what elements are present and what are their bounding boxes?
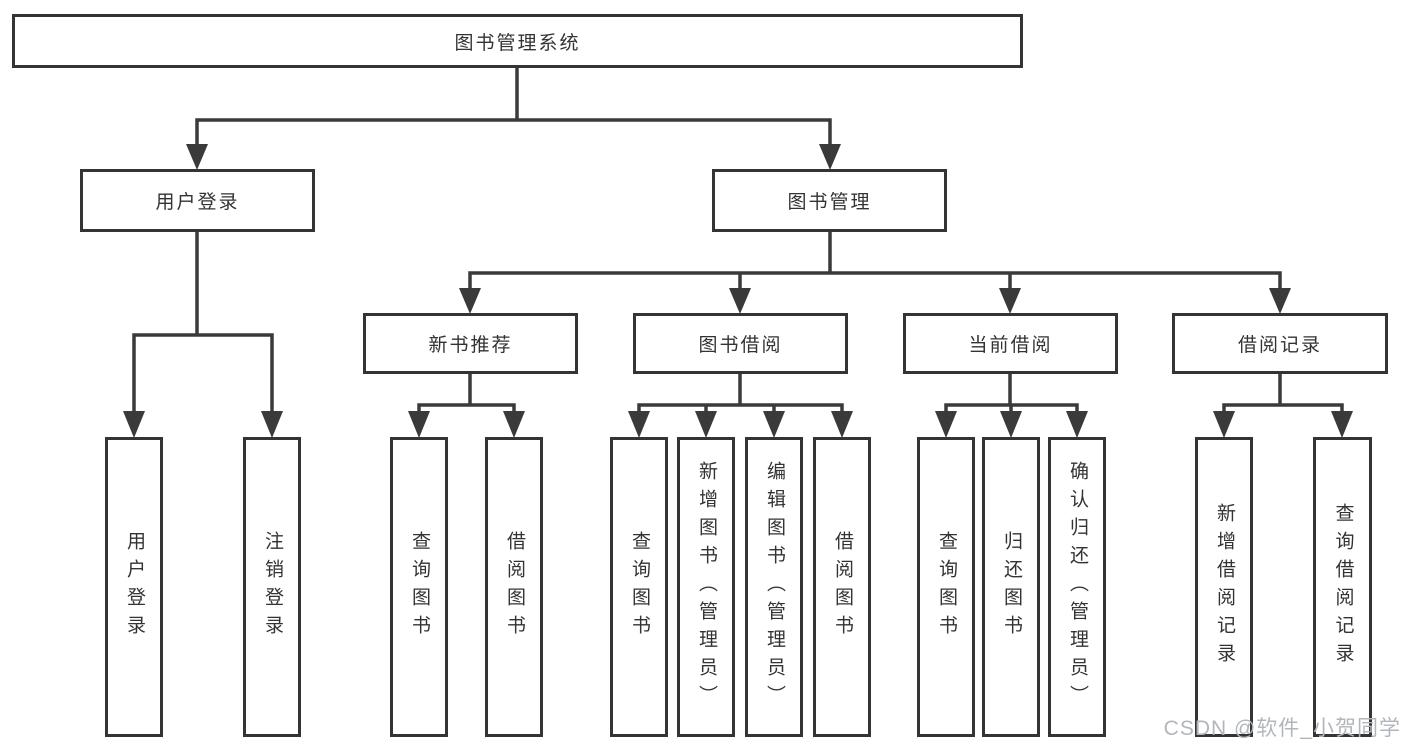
node-label: 当前借阅 [968, 335, 1053, 356]
node-label: 新增借阅记录 [1213, 503, 1235, 671]
arrowhead-icon [123, 411, 145, 438]
node-borrowing-records: 借阅记录 [1172, 313, 1388, 374]
node-label: 图书管理系统 [454, 32, 581, 54]
node-label: 图书借阅 [698, 335, 783, 356]
arrowhead-icon [503, 411, 525, 438]
arrowhead-icon [695, 411, 717, 438]
node-book-management: 图书管理 [712, 169, 947, 232]
node-leaf-newbook-query: 查询图书 [390, 437, 448, 737]
node-label: 查询图书 [935, 531, 957, 643]
node-label: 借阅图书 [503, 531, 525, 643]
arrowhead-icon [408, 411, 430, 438]
arrowhead-icon [1213, 411, 1235, 438]
node-label: 查询借阅记录 [1332, 503, 1354, 671]
node-user-login-group: 用户登录 [80, 169, 315, 232]
arrowhead-icon [1269, 288, 1291, 314]
node-leaf-newbook-borrow: 借阅图书 [485, 437, 543, 737]
node-book-borrowing: 图书借阅 [633, 313, 848, 374]
node-label: 图书管理 [787, 192, 872, 213]
arrowhead-icon [186, 144, 208, 170]
arrowhead-icon [459, 288, 481, 314]
node-label: 借阅记录 [1237, 335, 1322, 356]
node-leaf-bb-query: 查询图书 [610, 437, 668, 737]
node-label: 用户登录 [155, 192, 240, 213]
edge-borrow-to-leaves [637, 373, 844, 413]
node-label: 查询图书 [628, 531, 650, 643]
node-label: 归还图书 [1000, 531, 1022, 643]
edge-current-to-leaves [944, 373, 1079, 413]
arrowhead-icon [1066, 411, 1088, 438]
arrowhead-icon [763, 411, 785, 438]
node-label: 用户登录 [123, 531, 145, 643]
node-leaf-bb-add-admin: 新增图书（管理员） [677, 437, 735, 737]
node-leaf-cb-query: 查询图书 [917, 437, 975, 737]
edge-newbook-to-leaves [417, 373, 516, 413]
edge-records-to-leaves [1222, 373, 1344, 413]
node-label: 注销登录 [261, 531, 283, 643]
node-leaf-user-login: 用户登录 [105, 437, 163, 737]
arrowhead-icon [935, 411, 957, 438]
node-leaf-bb-edit-admin: 编辑图书（管理员） [745, 437, 803, 737]
edge-login-to-leaves [132, 232, 274, 412]
node-label: 新书推荐 [428, 335, 513, 356]
arrowhead-icon [1000, 411, 1022, 438]
edge-root-to-level2 [195, 68, 832, 146]
node-leaf-record-query: 查询借阅记录 [1313, 437, 1372, 737]
node-leaf-record-add: 新增借阅记录 [1195, 437, 1253, 737]
node-label: 借阅图书 [831, 531, 853, 643]
node-leaf-bb-borrow: 借阅图书 [813, 437, 871, 737]
watermark-text: CSDN @软件_小贺同学 [1163, 717, 1401, 740]
arrowhead-icon [729, 288, 751, 314]
arrowhead-icon [831, 411, 853, 438]
arrowhead-icon [628, 411, 650, 438]
node-root-system: 图书管理系统 [12, 14, 1023, 68]
arrowhead-icon [819, 144, 841, 170]
node-label: 编辑图书（管理员） [763, 461, 785, 713]
node-label: 确认归还（管理员） [1066, 461, 1088, 713]
node-current-borrowing: 当前借阅 [903, 313, 1118, 374]
edge-mgmt-to-level3 [468, 232, 1282, 289]
node-label: 查询图书 [408, 531, 430, 643]
arrowhead-icon [261, 411, 283, 438]
node-leaf-cb-confirm-admin: 确认归还（管理员） [1048, 437, 1106, 737]
arrowhead-icons [123, 144, 1353, 438]
node-new-book-recommend: 新书推荐 [363, 313, 578, 374]
node-leaf-logout: 注销登录 [243, 437, 301, 737]
node-leaf-cb-return: 归还图书 [982, 437, 1040, 737]
arrowhead-icon [999, 288, 1021, 314]
node-label: 新增图书（管理员） [695, 461, 717, 713]
arrowhead-icon [1331, 411, 1353, 438]
